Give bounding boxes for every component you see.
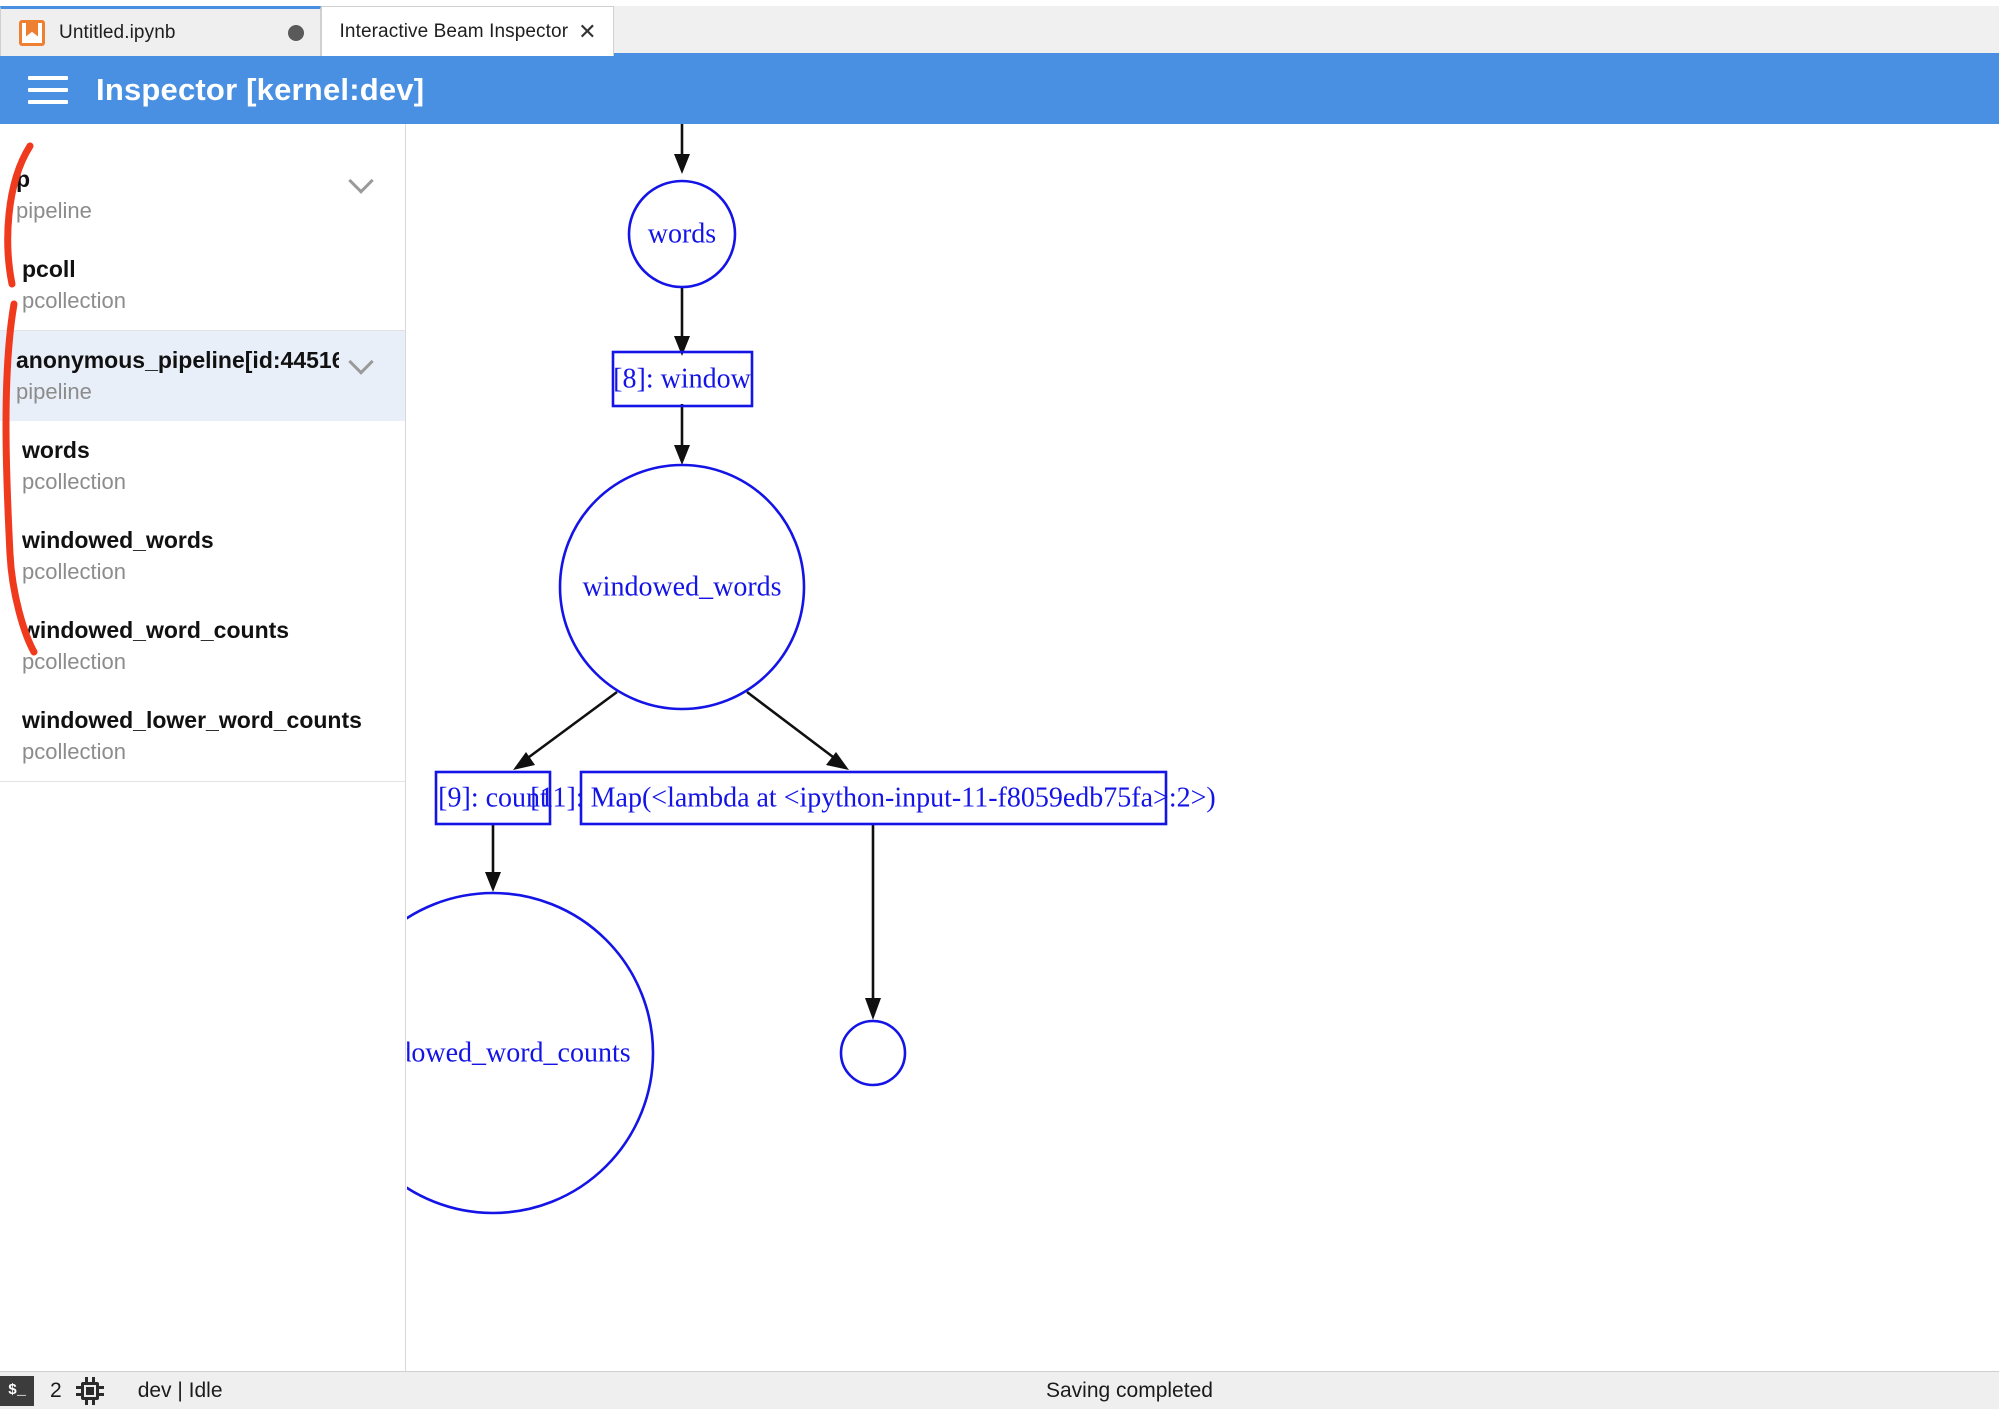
arrowhead xyxy=(826,752,849,770)
inspectables-sidebar[interactable]: p pipeline pcoll pcollection anonymous_p… xyxy=(0,124,406,1371)
item-row: p xyxy=(16,166,375,193)
graph-node-map-lambda[interactable]: [11]: Map(<lambda at <ipython-input-11-f… xyxy=(530,770,1216,826)
pipeline-group-anonymous: anonymous_pipeline[id:44516… pipeline wo… xyxy=(0,331,405,782)
graph-nodes: words [8]: window windowed_words [9]: co… xyxy=(407,179,1216,1215)
arrowhead xyxy=(485,872,501,892)
item-type: pipeline xyxy=(16,379,92,404)
kernel-count: 2 xyxy=(50,1378,62,1402)
notebook-icon xyxy=(19,19,45,46)
close-icon[interactable]: ✕ xyxy=(578,18,597,44)
graph-node-windowed-words[interactable]: windowed_words xyxy=(558,463,806,711)
item-type: pcollection xyxy=(22,649,126,674)
graph-node-words[interactable]: words xyxy=(627,179,737,289)
kernel-status[interactable]: dev | Idle xyxy=(137,1378,223,1402)
graph-node-window[interactable]: [8]: window xyxy=(611,350,754,408)
arrowhead xyxy=(674,336,690,356)
unsaved-changes-dot xyxy=(287,24,304,41)
beam-pipeline-graph: words [8]: window windowed_words [9]: co… xyxy=(407,124,1216,1215)
chevron-down-icon[interactable] xyxy=(349,167,375,193)
item-row: words xyxy=(22,437,375,464)
terminal-icon[interactable]: $_ xyxy=(0,1375,34,1406)
graph-node-count[interactable]: [9]: count xyxy=(434,770,552,826)
item-type: pcollection xyxy=(22,469,126,494)
item-name: windowed_lower_word_counts xyxy=(22,707,362,733)
status-bar: $_ 2 dev | Idle Saving completed xyxy=(0,1371,1999,1409)
chevron-down-icon[interactable] xyxy=(349,348,375,374)
sidebar-item-windowed-lower-word-counts[interactable]: windowed_lower_word_counts pcollection xyxy=(0,691,405,781)
sidebar-item-pcoll[interactable]: pcoll pcollection xyxy=(0,240,405,330)
item-name: anonymous_pipeline[id:44516… xyxy=(16,347,339,373)
sidebar-item-words[interactable]: words pcollection xyxy=(0,421,405,511)
cpu-body xyxy=(80,1381,99,1400)
node-label: words xyxy=(648,218,716,249)
tab-bar: Untitled.ipynb Interactive Beam Inspecto… xyxy=(0,0,1999,56)
pipeline-graph-panel[interactable]: words [8]: window windowed_words [9]: co… xyxy=(407,124,1999,1371)
node-label: [8]: window xyxy=(613,363,751,394)
item-name: words xyxy=(22,437,90,463)
edge-windowedwords-map xyxy=(746,690,838,762)
item-type: pcollection xyxy=(22,559,126,584)
graph-node-lower-word-counts[interactable] xyxy=(839,1019,907,1087)
item-type: pcollection xyxy=(22,288,126,313)
pipeline-group-p: p pipeline pcoll pcollection xyxy=(0,124,405,331)
sidebar-item-anonymous-pipeline[interactable]: anonymous_pipeline[id:44516… pipeline xyxy=(0,331,405,421)
inspector-header: Inspector [kernel:dev] xyxy=(0,56,1999,124)
arrowhead xyxy=(513,752,535,770)
save-status: Saving completed xyxy=(1046,1378,1213,1402)
arrowhead xyxy=(674,154,690,174)
group-spacer xyxy=(0,124,405,150)
arrowhead xyxy=(865,998,881,1020)
node-label: [11]: Map(<lambda at <ipython-input-11-f… xyxy=(530,782,1215,813)
item-row: windowed_words xyxy=(22,527,375,554)
graph-edges xyxy=(485,124,881,1020)
tab-label: Interactive Beam Inspector xyxy=(339,20,569,42)
item-row: windowed_word_counts xyxy=(22,617,375,644)
sidebar-item-p[interactable]: p pipeline xyxy=(0,150,405,240)
graph-node-windowed-word-counts[interactable]: windowed_word_counts xyxy=(407,891,655,1215)
item-row: anonymous_pipeline[id:44516… xyxy=(16,347,375,374)
item-name: windowed_words xyxy=(22,527,214,553)
sidebar-item-windowed-word-counts[interactable]: windowed_word_counts pcollection xyxy=(0,601,405,691)
tab-untitled-ipynb[interactable]: Untitled.ipynb xyxy=(0,6,321,56)
tab-interactive-beam-inspector[interactable]: Interactive Beam Inspector ✕ xyxy=(320,6,614,56)
item-name: pcoll xyxy=(22,256,76,282)
node-label: windowed_words xyxy=(582,571,781,602)
tab-label: Untitled.ipynb xyxy=(59,21,176,43)
item-name: windowed_word_counts xyxy=(22,617,290,643)
page-title: Inspector [kernel:dev] xyxy=(96,72,425,107)
hamburger-icon[interactable] xyxy=(28,76,68,104)
node-label: [9]: count xyxy=(438,782,548,813)
item-type: pipeline xyxy=(16,198,92,223)
cpu-icon[interactable] xyxy=(75,1376,104,1405)
node-label: windowed_word_counts xyxy=(407,1037,631,1068)
item-row: pcoll xyxy=(22,256,375,283)
item-type: pcollection xyxy=(22,739,126,764)
item-name: p xyxy=(16,166,31,192)
item-row: windowed_lower_word_counts xyxy=(22,707,375,734)
arrowhead xyxy=(674,445,690,465)
tab-bar-topline xyxy=(0,0,1999,6)
terminal-glyph: $_ xyxy=(7,1382,26,1399)
sidebar-item-windowed-words[interactable]: windowed_words pcollection xyxy=(0,511,405,601)
cpu-core xyxy=(85,1386,94,1395)
edge-windowedwords-count xyxy=(524,690,618,762)
